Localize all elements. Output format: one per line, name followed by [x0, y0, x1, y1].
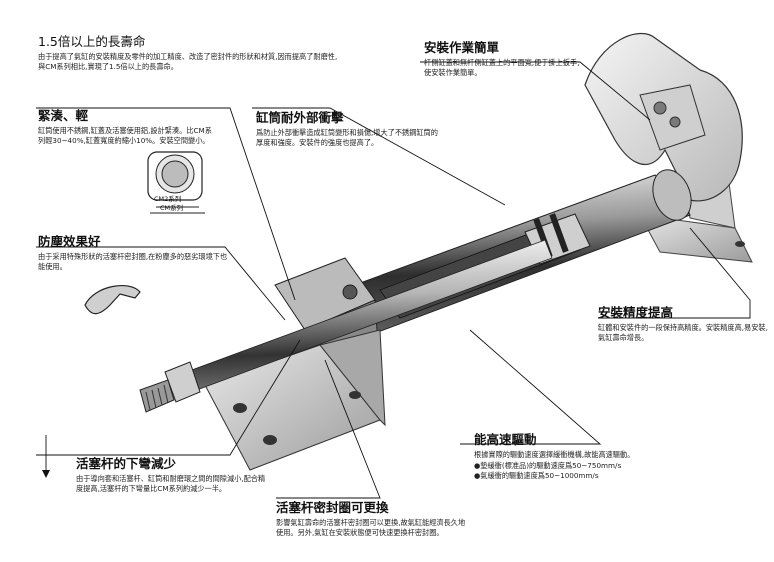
callout-title: 1.5倍以上的長壽命: [38, 34, 146, 49]
callout-body: 影響氣缸壽命的活塞杆密封圈可以更換,故氣缸能經濟長久地使用。另外,氣缸在安裝狀態…: [276, 518, 466, 537]
callout-body: 爲防止外部衝擊造成缸筒變形和損傷,增大了不銹鋼缸筒的厚度和強度。安裝件的強度也提…: [256, 128, 438, 147]
wrench-illustration: [584, 33, 743, 202]
callout-body: 缸筒使用不銹鋼,缸蓋及活塞使用鋁,設計緊湊。比CM系列輕30~40%,缸蓋寬度約…: [38, 126, 212, 145]
leader-lines: [36, 61, 751, 499]
callout-title: 缸筒耐外部衝擊: [256, 110, 344, 125]
callout-title: 能高速驅動: [474, 432, 537, 447]
callout-long-life: 1.5倍以上的長壽命 由于提高了氣缸的安裝精度及零件的加工精度、改造了密封件的形…: [38, 34, 338, 72]
deflection-arrow-icon: [42, 470, 50, 478]
speed-bullet: ●墊緩衝(標准品)的驅動速度爲50~750mm/s: [474, 461, 622, 470]
callout-title: 安裝精度提高: [598, 305, 674, 320]
front-mounting-bracket: [204, 329, 386, 471]
callout-title: 活塞杆密封圈可更換: [276, 500, 389, 515]
callout-compact: 緊湊、輕 缸筒使用不銹鋼,缸蓋及活塞使用鋁,設計緊湊。比CM系列輕30~40%,…: [38, 108, 218, 146]
callout-body: 缸體和安裝件的一段保持高精度。安裝精度高,易安裝,氣缸壽命增長。: [598, 323, 768, 342]
callout-body: 由于導向套和活塞杆、缸筒和耐磨環之間的間隙減小,配合精度提高,活塞杆的下彎量比C…: [76, 474, 266, 493]
rod-end-nut: [139, 361, 201, 413]
callout-title: 緊湊、輕: [38, 108, 89, 123]
callout-title: 活塞杆的下彎減少: [76, 456, 177, 471]
callout-rod-deflection: 活塞杆的下彎減少 由于導向套和活塞杆、缸筒和耐磨環之間的間隙減小,配合精度提高,…: [76, 456, 271, 494]
callout-title: 防塵效果好: [38, 234, 101, 249]
callout-body: 由于采用特殊形狀的活塞杆密封圈,在粉塵多的惡劣環境下也能使用。: [38, 252, 228, 271]
callout-body: 根據實際的驅動速度選擇緩衝機構,故能高速驅動。: [474, 450, 635, 459]
callout-impact-resistance: 缸筒耐外部衝擊 爲防止外部衝擊造成缸筒變形和損傷,增大了不銹鋼缸筒的厚度和強度。…: [256, 110, 441, 148]
callout-replaceable-seal: 活塞杆密封圈可更換 影響氣缸壽命的活塞杆密封圈可以更換,故氣缸能經濟長久地使用。…: [276, 500, 466, 538]
callout-easy-install: 安裝作業簡單 杆側缸蓋和無杆側缸蓋上的平面寬,便于掛上扳手,使安裝作業簡單。: [424, 40, 584, 78]
size-comparison-inset: [147, 151, 205, 214]
callout-mount-accuracy: 安裝精度提高 缸體和安裝件的一段保持高精度。安裝精度高,易安裝,氣缸壽命增長。: [598, 305, 770, 343]
callout-body: 由于提高了氣缸的安裝精度及零件的加工精度、改造了密封件的形狀和材質,因而提高了耐…: [38, 52, 338, 71]
callout-title: 安裝作業簡單: [424, 40, 500, 55]
callout-body: 杆側缸蓋和無杆側缸蓋上的平面寬,便于掛上扳手,使安裝作業簡單。: [424, 58, 580, 77]
speed-bullet: ●氣緩衝的驅動速度爲50~1000mm/s: [474, 471, 599, 480]
inset-label-cm2: CM2系列: [154, 195, 182, 203]
inset-label-cm: CM系列: [160, 204, 184, 212]
callout-dust-proof: 防塵效果好 由于采用特殊形狀的活塞杆密封圈,在粉塵多的惡劣環境下也能使用。: [38, 234, 228, 272]
seal-section-icon: [84, 284, 141, 315]
callout-high-speed: 能高速驅動 根據實際的驅動速度選擇緩衝機構,故能高速驅動。 ●墊緩衝(標准品)的…: [474, 432, 704, 481]
